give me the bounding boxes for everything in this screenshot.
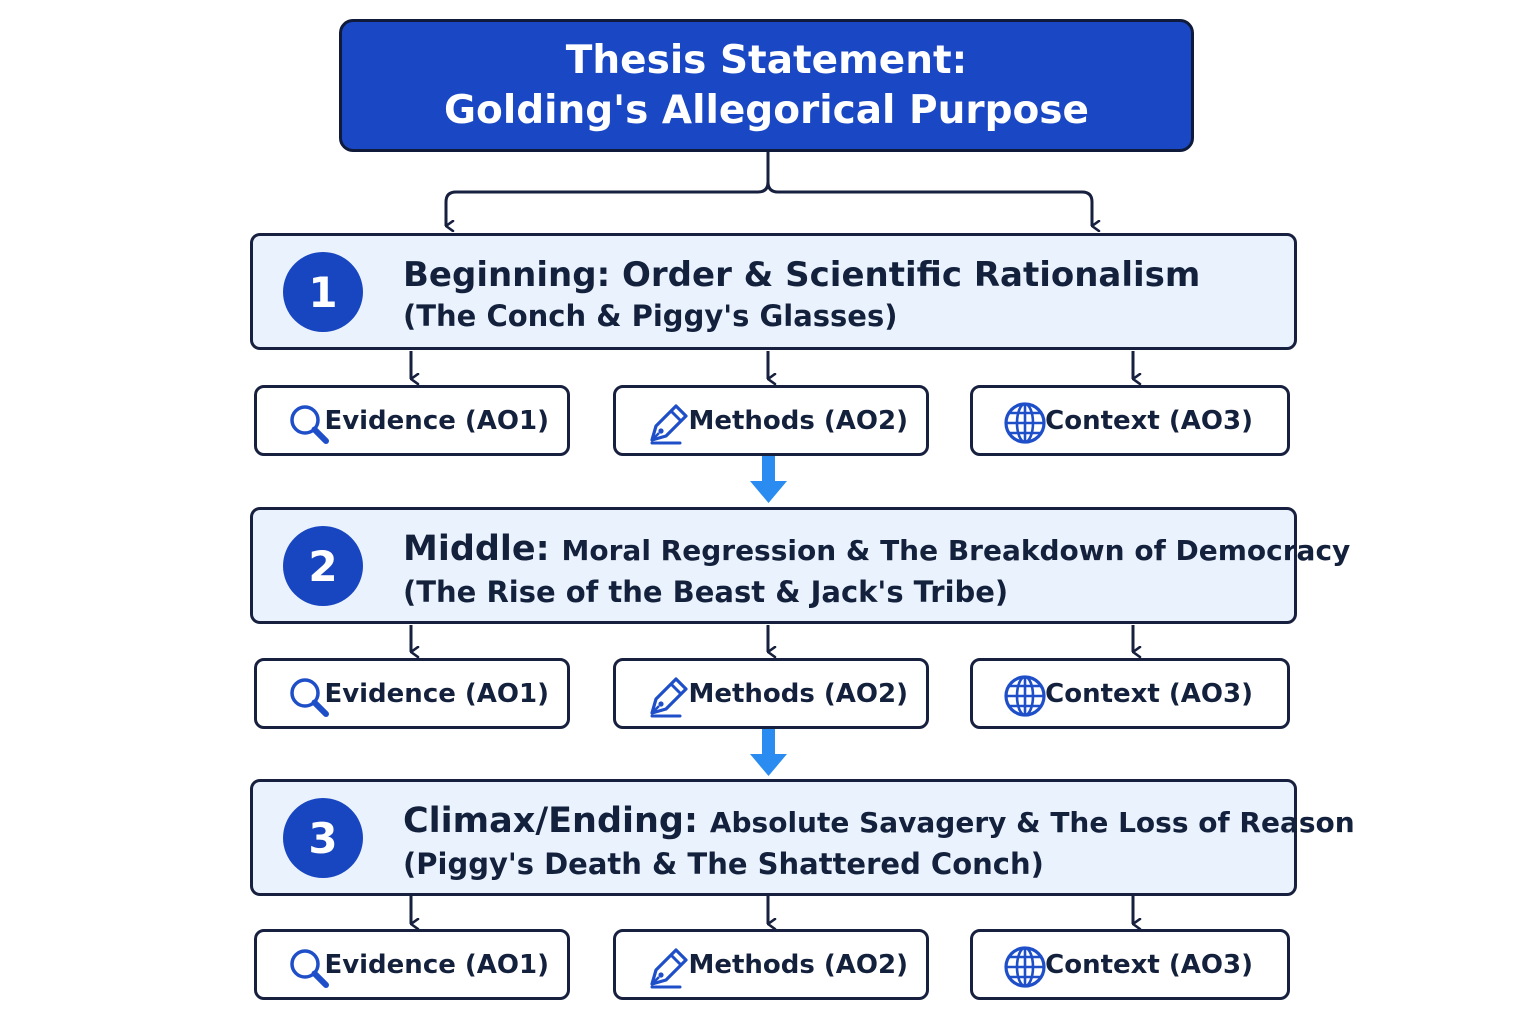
globe-icon xyxy=(1001,673,1049,719)
evidence-chip: Evidence (AO1) xyxy=(254,385,570,456)
chip-label: Context (AO3) xyxy=(1045,405,1253,436)
pen-icon xyxy=(644,944,692,990)
chip-label: Methods (AO2) xyxy=(688,949,908,980)
section-heading-detail: Moral Regression & The Breakdown of Demo… xyxy=(561,534,1351,567)
section-number-badge: 2 xyxy=(283,526,363,606)
section-subheading: (The Conch & Piggy's Glasses) xyxy=(403,299,898,333)
section-subheading: (The Rise of the Beast & Jack's Tribe) xyxy=(403,575,1009,609)
section-heading: Beginning: Order & Scientific Rationalis… xyxy=(403,255,1201,295)
evidence-chip: Evidence (AO1) xyxy=(254,929,570,1000)
chip-label: Evidence (AO1) xyxy=(324,405,549,436)
chip-label: Evidence (AO1) xyxy=(324,678,549,709)
thesis-connector xyxy=(444,152,770,226)
globe-icon xyxy=(1001,400,1049,446)
section-number-badge: 3 xyxy=(283,798,363,878)
magnifier-icon xyxy=(285,944,333,990)
chip-label: Methods (AO2) xyxy=(688,678,908,709)
thesis-connector xyxy=(766,181,1092,226)
chip-label: Evidence (AO1) xyxy=(324,949,549,980)
section-heading-detail: Absolute Savagery & The Loss of Reason xyxy=(709,806,1355,839)
section-climax-ending: 3 Climax/Ending: Absolute Savagery & The… xyxy=(250,779,1355,896)
magnifier-icon xyxy=(285,673,333,719)
pen-icon xyxy=(644,400,692,446)
methods-chip: Methods (AO2) xyxy=(613,658,929,729)
flow-arrow-down xyxy=(750,729,787,776)
section-number-badge: 1 xyxy=(283,252,363,332)
globe-icon xyxy=(1001,944,1049,990)
section-middle: 2 Middle: Moral Regression & The Breakdo… xyxy=(250,507,1350,624)
section-heading: Middle: xyxy=(403,529,550,569)
chip-label: Methods (AO2) xyxy=(688,405,908,436)
flow-arrow-down xyxy=(750,456,787,503)
section-beginning: 1 Beginning: Order & Scientific Rational… xyxy=(250,233,1297,350)
evidence-chip: Evidence (AO1) xyxy=(254,658,570,729)
section-subheading: (Piggy's Death & The Shattered Conch) xyxy=(403,847,1044,881)
methods-chip: Methods (AO2) xyxy=(613,385,929,456)
section-heading: Climax/Ending: xyxy=(403,801,698,841)
methods-chip: Methods (AO2) xyxy=(613,929,929,1000)
context-chip: Context (AO3) xyxy=(970,385,1290,456)
pen-icon xyxy=(644,673,692,719)
chip-label: Context (AO3) xyxy=(1045,678,1253,709)
thesis-subtitle: Golding's Allegorical Purpose xyxy=(444,87,1089,133)
context-chip: Context (AO3) xyxy=(970,658,1290,729)
chip-label: Context (AO3) xyxy=(1045,949,1253,980)
magnifier-icon xyxy=(285,400,333,446)
thesis-title: Thesis Statement: xyxy=(565,37,968,83)
context-chip: Context (AO3) xyxy=(970,929,1290,1000)
thesis-statement-box: Thesis Statement: Golding's Allegorical … xyxy=(339,19,1194,152)
